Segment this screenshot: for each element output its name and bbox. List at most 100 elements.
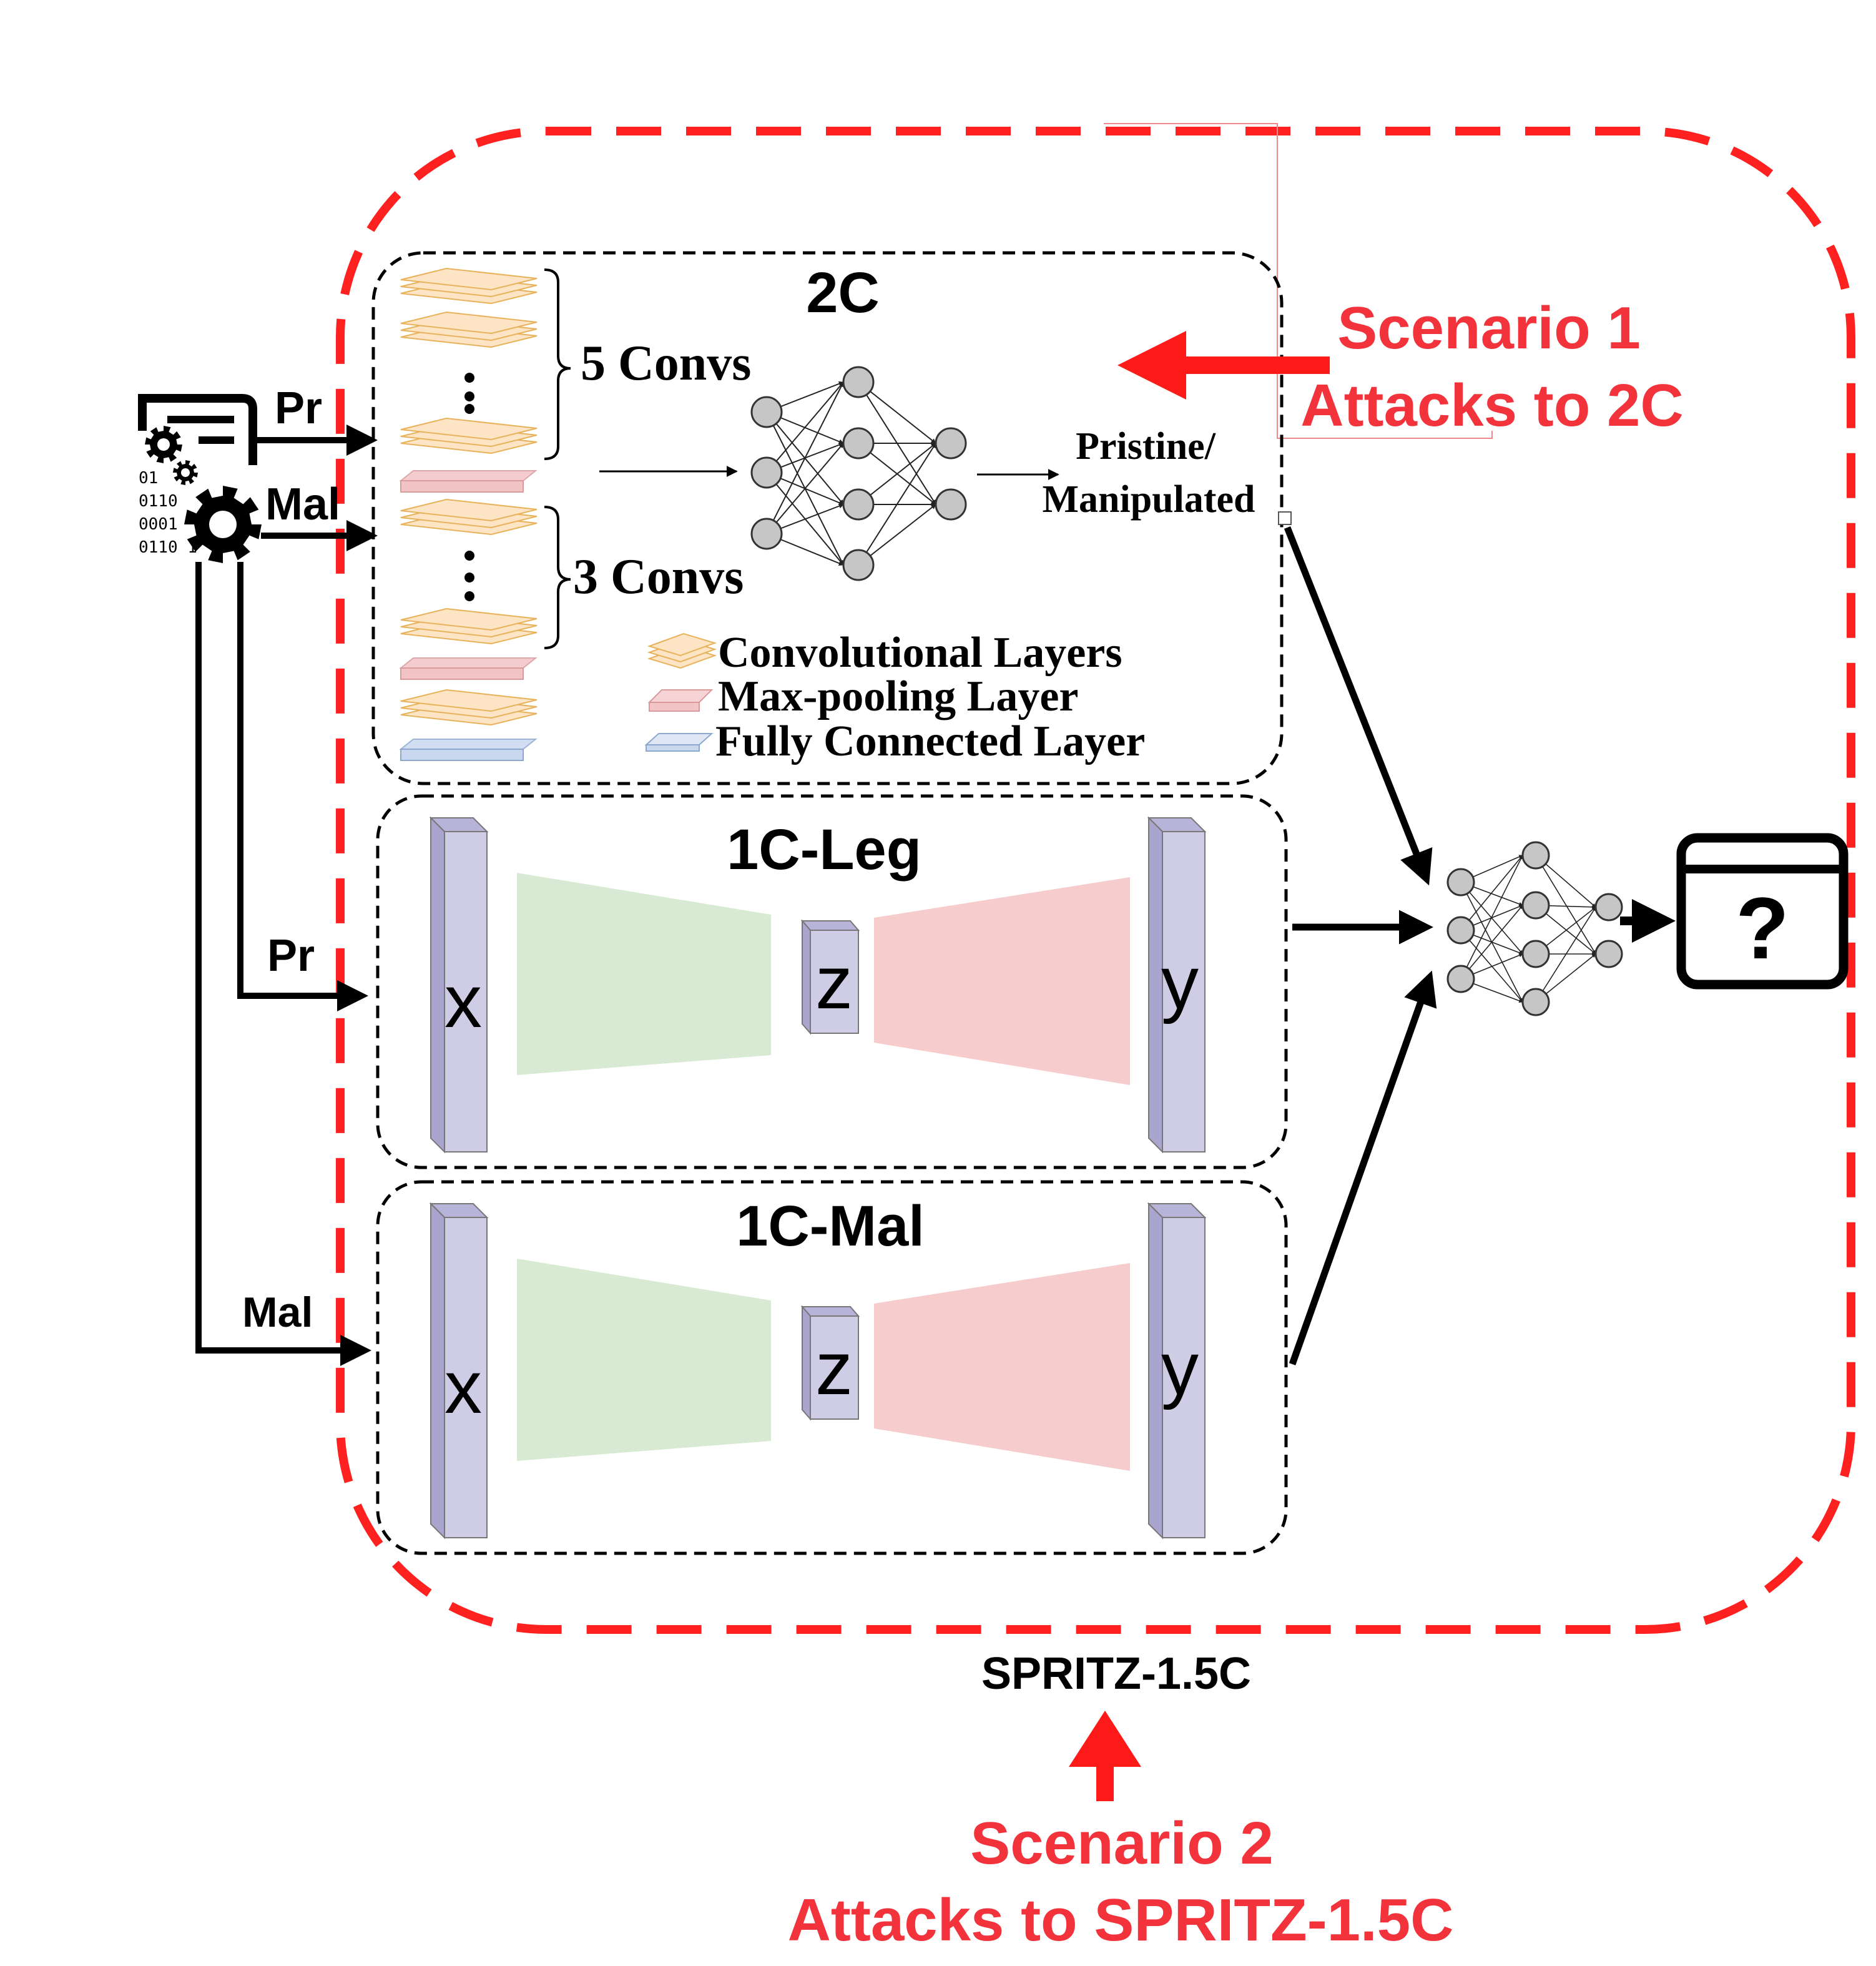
ae-leg-y-label: y [1161,941,1199,1025]
fc-layer [399,739,538,761]
nn-final-node-2-0 [1594,893,1623,922]
block-1c-leg-title: 1C-Leg [727,818,921,882]
nn-final-node-1-1 [1521,891,1550,920]
conv-layer-group-5 [400,607,538,645]
svg-text:0110: 0110 [139,492,178,511]
brace-5-convs [544,268,571,460]
nn-final-node-1-2 [1521,940,1550,968]
arrow-pr-to-2c [250,425,378,456]
dots-f [464,591,474,601]
arrow-label-pr-top: Pr [275,383,322,433]
ae-mal-output-bar [1147,1202,1207,1540]
ae-leg-encoder [517,873,771,1075]
output-pristine-label: Pristine/ [1076,425,1216,468]
nn-final-node-0-0 [1446,868,1475,897]
legend-conv-label: Convolutional Layers [718,629,1122,677]
five-convs-label: 5 Convs [581,336,751,391]
nn-2c-node-1-2 [842,488,875,521]
ae-leg-x-label: x [444,960,482,1043]
spritz-label: SPRITZ-1.5C [981,1649,1251,1699]
scenario1-line2: Attacks to 2C [1300,372,1684,439]
nn-2c-edges [766,381,936,566]
nn-2c-node-0-2 [750,518,783,550]
ae-mal-input-bar [429,1202,489,1540]
legend-maxpool-label: Max-pooling Layer [718,672,1078,720]
nn-2c-node-1-3 [842,549,875,581]
conv-layer-group-4 [400,498,538,536]
arrow-pr-to-1c-leg [237,562,368,1011]
svg-text:0001: 0001 [139,515,178,534]
dots-b [464,391,474,401]
arrow-label-mal-top: Mal [265,479,340,529]
brace-3-convs [544,506,571,649]
layer-stack [399,267,538,761]
svg-text:01: 01 [139,469,158,488]
nn-final-edges [1460,855,1596,1003]
ae-mal-y-label: y [1161,1327,1199,1410]
output-window-icon [1676,833,1849,990]
gear-tiny-icon [173,460,198,485]
nn-final-node-0-1 [1446,916,1475,945]
ae-mal-x-label: x [444,1345,482,1429]
nn-2c-node-0-0 [750,396,783,428]
legend-maxpool-icon [647,689,714,712]
conv-layer-group-3 [400,417,538,455]
nn-2c-node-2-0 [935,427,967,460]
neural-net-2c [750,366,967,581]
ae-mal-encoder [517,1259,771,1461]
nn-final-node-1-3 [1521,988,1550,1016]
nn-2c-node-0-1 [750,456,783,489]
ae-leg-decoder [874,877,1130,1085]
maxpool-layer-2 [399,657,538,680]
scenario2-line2: Attacks to SPRITZ-1.5C [788,1887,1454,1954]
arrow-mal-to-1c-mal [195,562,371,1366]
nn-final-node-0-2 [1446,965,1475,993]
legend-conv-icon [647,632,717,669]
nn-2c-node-2-1 [935,488,967,521]
block-1c-mal [376,1180,1288,1555]
arrow-label-mal-bottom: Mal [242,1289,313,1336]
block-1c-leg [376,794,1288,1169]
nn-final-node-1-0 [1521,841,1550,870]
dots-e [464,573,474,582]
gear-icon [145,426,262,563]
conv-layer-group-6 [400,689,538,726]
scenario1-leader-line [1104,123,1493,439]
dots-a [464,373,474,383]
maxpool-layer-1 [399,470,538,493]
scenario2-line1: Scenario 2 [970,1810,1274,1877]
ae-leg-latent-bar [800,919,860,1035]
block-1c-mal-title: 1C-Mal [736,1194,925,1258]
ae-mal-decoder [874,1263,1130,1471]
legend-fc-label: Fully Connected Layer [715,717,1145,765]
conv-layer-group-2 [400,311,538,348]
spritz-container [336,127,1855,1634]
gear-large-icon [184,486,262,563]
arrow-mal-to-final [1289,970,1437,1365]
legend-fc-icon [644,733,714,752]
scenario2-arrow [1069,1711,1141,1801]
nn-2c-node-1-0 [842,366,875,398]
binary-code: 01 0110 0001 0110 1 [139,469,197,557]
dots-d [464,551,474,561]
ae-leg-output-bar [1147,816,1207,1154]
ae-mal-z-label: z [815,1327,853,1410]
ae-leg-input-bar [429,816,489,1154]
nn-final-node-2-1 [1594,940,1623,968]
block-2c-title: 2C [806,261,880,325]
ae-mal-latent-bar [800,1305,860,1421]
dots-c [464,404,474,414]
scenario1-line1: Scenario 1 [1337,295,1641,361]
nn-2c-node-1-1 [842,427,875,460]
document-gear-icon [138,394,257,465]
neural-net-final [1446,841,1623,1016]
output-port [1278,511,1292,525]
scenario1-arrow [1117,331,1330,400]
output-manipulated-label: Manipulated [1042,478,1255,521]
arrow-2c-to-final [1284,526,1433,886]
gear-small-icon [145,426,182,463]
svg-text:0110 1: 0110 1 [139,538,197,557]
